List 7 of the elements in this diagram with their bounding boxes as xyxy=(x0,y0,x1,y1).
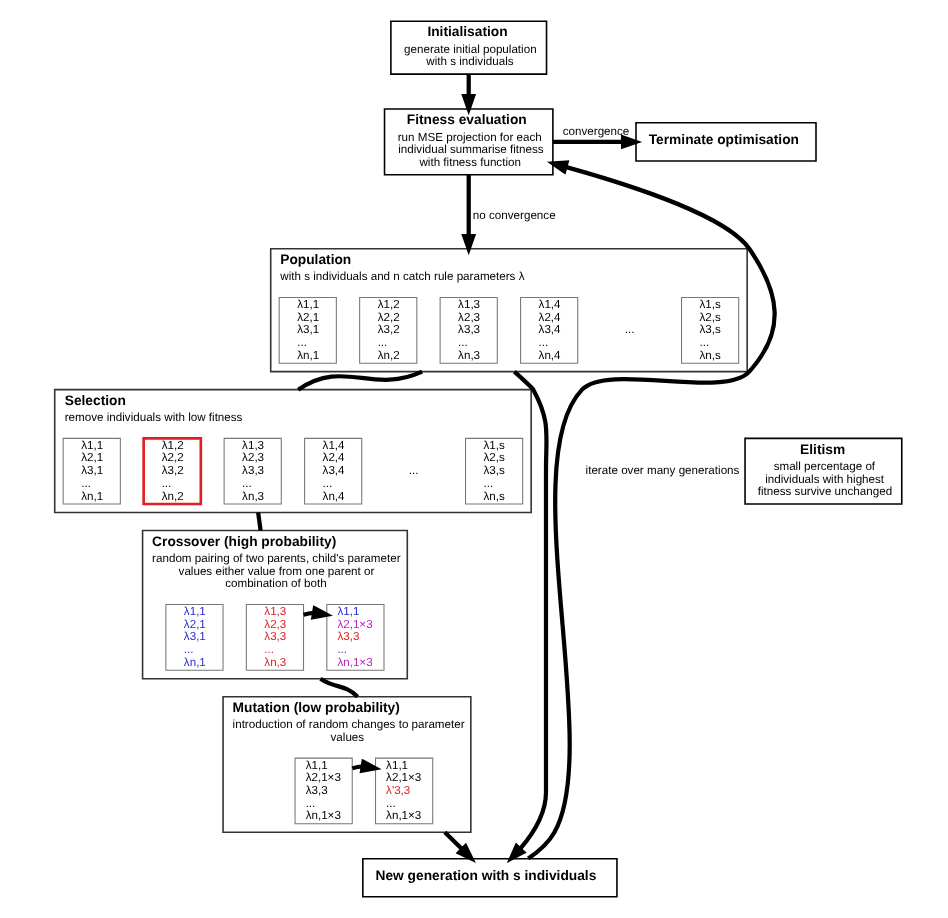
arrow xyxy=(461,175,477,256)
arrow xyxy=(552,134,643,150)
connector xyxy=(319,676,359,699)
arrow xyxy=(526,160,777,861)
arrow xyxy=(461,74,477,116)
connector xyxy=(256,512,263,531)
arrow xyxy=(443,830,476,863)
